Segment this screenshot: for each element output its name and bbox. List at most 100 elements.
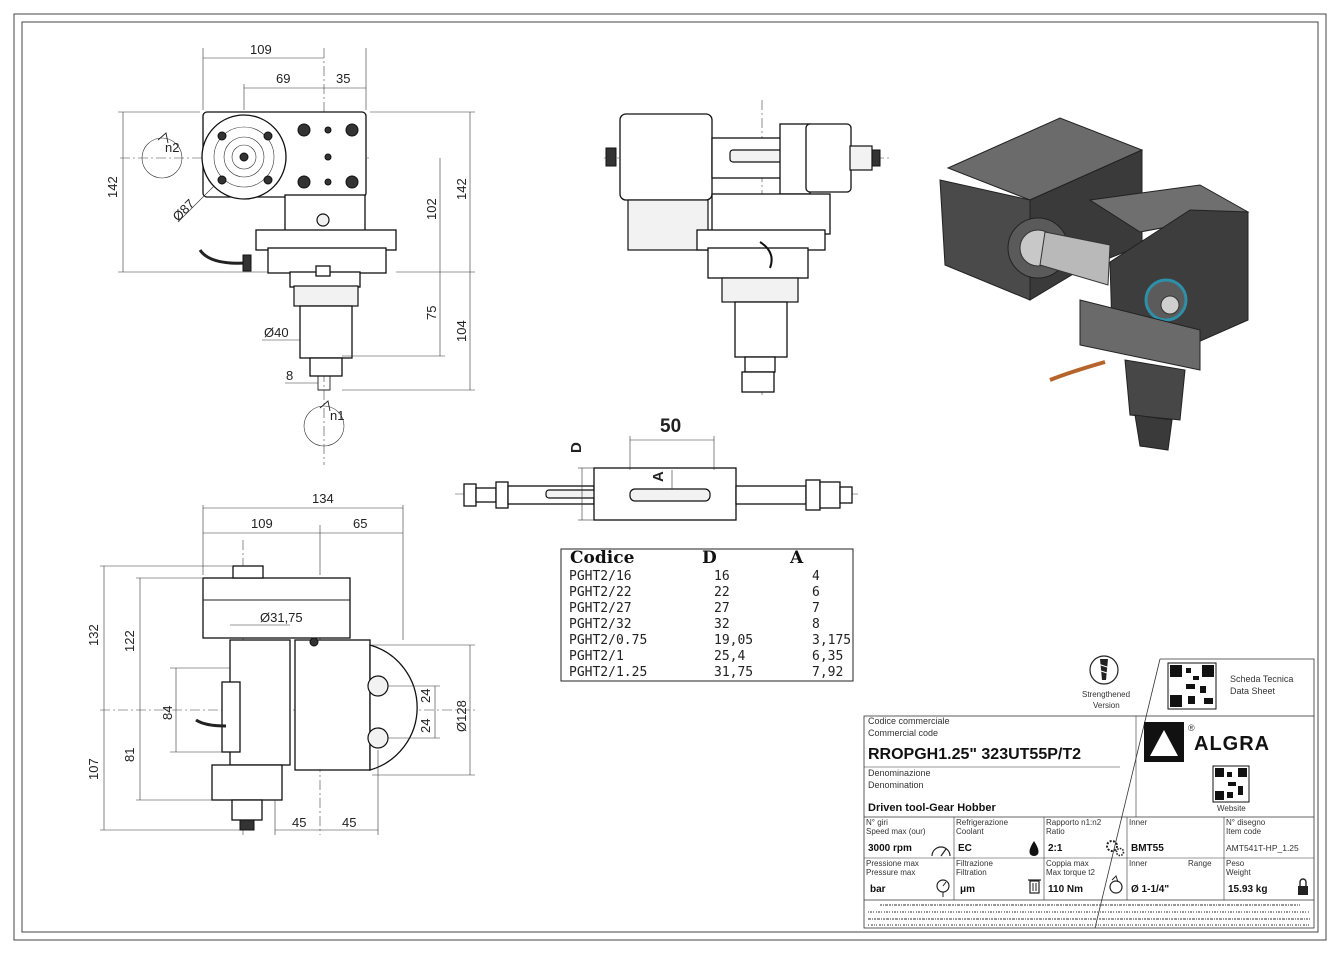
svg-text:7: 7 [812, 601, 820, 616]
qr-code-website-icon [1212, 765, 1250, 803]
title-block: Strengthened Version Scheda Tecnica Data… [863, 655, 1315, 929]
svg-text:PGHT2/1.25: PGHT2/1.25 [569, 665, 647, 680]
strengthened-icon [1089, 655, 1119, 685]
label-D-shaft: D [568, 442, 585, 453]
dim-102: 102 [424, 198, 439, 220]
coolant-value: EC [958, 843, 972, 854]
denomination-label-it: Denominazione [868, 768, 931, 778]
svg-text:N° giri: N° giri [866, 818, 888, 827]
dim-122: 122 [122, 630, 137, 652]
table-row: PGHT2/27 27 7 [569, 601, 820, 616]
dim-45-a: 45 [292, 815, 306, 830]
range-value: Ø 1-1/4" [1131, 884, 1169, 895]
svg-text:PGHT2/22: PGHT2/22 [569, 585, 632, 600]
product-description: Driven tool-Gear Hobber [868, 802, 996, 814]
fine-print-lines [868, 904, 1310, 926]
svg-text:22: 22 [714, 585, 730, 600]
qr-code-data-sheet-icon [1167, 662, 1217, 710]
filter-bin-icon [1028, 879, 1041, 894]
pressure-value: bar [870, 884, 886, 895]
table-row: PGHT2/32 32 8 [569, 617, 820, 632]
commercial-code: RROPGH1.25" 323UT55P/T2 [868, 746, 1081, 763]
dim-69-front: 69 [276, 71, 290, 86]
gears-icon [1106, 840, 1125, 857]
svg-text:31,75: 31,75 [714, 665, 753, 680]
svg-text:PGHT2/1: PGHT2/1 [569, 649, 624, 664]
dim-142-left: 142 [105, 176, 120, 198]
table-header-codice: Codice [570, 548, 635, 568]
svg-text:Pressione max: Pressione max [866, 859, 919, 868]
table-row: PGHT2/1.25 31,75 7,92 [569, 665, 843, 680]
dim-24-b: 24 [418, 719, 433, 733]
svg-text:PGHT2/0.75: PGHT2/0.75 [569, 633, 647, 648]
dim-84: 84 [160, 706, 175, 720]
pressure-gauge-icon [936, 879, 950, 897]
strengthened-label: Strengthened [1082, 690, 1130, 699]
svg-text:7,92: 7,92 [812, 665, 843, 680]
svg-text:Item code: Item code [1226, 827, 1262, 836]
svg-text:Refrigerazione: Refrigerazione [956, 818, 1009, 827]
weight-value: 15.93 kg [1228, 884, 1267, 895]
outer-border [13, 13, 1327, 941]
denomination-label-en: Denomination [868, 780, 924, 790]
code-label-it: Codice commerciale [868, 716, 950, 726]
dim-107: 107 [86, 758, 101, 780]
dim-75: 75 [424, 306, 439, 320]
dim-8: 8 [286, 368, 293, 383]
dim-35-front: 35 [336, 71, 350, 86]
svg-text:PGHT2/27: PGHT2/27 [569, 601, 632, 616]
svg-text:Coolant: Coolant [956, 827, 984, 836]
scheda-tecnica-label: Scheda Tecnica [1230, 674, 1293, 684]
svg-text:Inner: Inner [1129, 818, 1148, 827]
svg-text:Range: Range [1188, 859, 1212, 868]
dim-dia-31-75: Ø31,75 [260, 610, 303, 625]
dim-24-a: 24 [418, 689, 433, 703]
dim-dia-128: Ø128 [454, 700, 469, 732]
svg-text:Max torque t2: Max torque t2 [1046, 868, 1095, 877]
code-table: Codice D A PGHT2/16 16 4 PGHT2/22 22 6 P… [560, 548, 854, 682]
svg-text:N° disegno: N° disegno [1226, 818, 1266, 827]
filtration-value: μm [960, 884, 975, 895]
svg-text:PGHT2/16: PGHT2/16 [569, 569, 632, 584]
svg-text:Filtrazione: Filtrazione [956, 859, 993, 868]
svg-text:6: 6 [812, 585, 820, 600]
dim-dia-40: Ø40 [264, 325, 289, 340]
svg-text:27: 27 [714, 601, 730, 616]
inner-border [21, 21, 1319, 933]
registered-mark: ® [1188, 723, 1195, 733]
algra-logo-icon [1144, 722, 1184, 762]
svg-text:Peso: Peso [1226, 859, 1245, 868]
torque-value: 110 Nm [1048, 884, 1083, 895]
isometric-render [939, 117, 1250, 451]
ratio-value: 2:1 [1048, 843, 1063, 854]
item-code-value: AMT541T-HP_1.25 [1226, 843, 1299, 853]
n2-label: n2 [165, 140, 179, 155]
table-row: PGHT2/1 25,4 6,35 [569, 649, 843, 664]
torque-icon [1109, 875, 1123, 894]
table-header-a: A [789, 548, 804, 568]
svg-text:25,4: 25,4 [714, 649, 745, 664]
svg-text:3,175: 3,175 [812, 633, 851, 648]
svg-text:Inner: Inner [1129, 859, 1148, 868]
dim-104: 104 [454, 320, 469, 342]
table-row: PGHT2/0.75 19,05 3,175 [569, 633, 851, 648]
svg-text:Rapporto n1:n2: Rapporto n1:n2 [1046, 818, 1102, 827]
front-view: n2 n1 109 69 35 142 102 142 75 104 Ø87 [105, 42, 475, 465]
shaft-view: 50 D A [455, 416, 858, 521]
table-header-d: D [702, 548, 717, 568]
speed-value: 3000 rpm [868, 843, 912, 854]
bottom-view: 134 109 65 Ø31,75 132 122 84 107 81 24 2… [86, 491, 478, 835]
svg-text:Filtration: Filtration [956, 868, 987, 877]
dim-109-front: 109 [250, 42, 272, 57]
svg-text:4: 4 [812, 569, 820, 584]
svg-text:Pressure max: Pressure max [866, 868, 915, 877]
svg-text:Speed max (our): Speed max (our) [866, 827, 926, 836]
table-row: PGHT2/16 16 4 [569, 569, 820, 584]
svg-text:19,05: 19,05 [714, 633, 753, 648]
label-A-shaft: A [650, 471, 667, 482]
speedometer-icon [931, 846, 951, 857]
inner-value: BMT55 [1131, 843, 1164, 854]
svg-text:8: 8 [812, 617, 820, 632]
svg-text:16: 16 [714, 569, 730, 584]
